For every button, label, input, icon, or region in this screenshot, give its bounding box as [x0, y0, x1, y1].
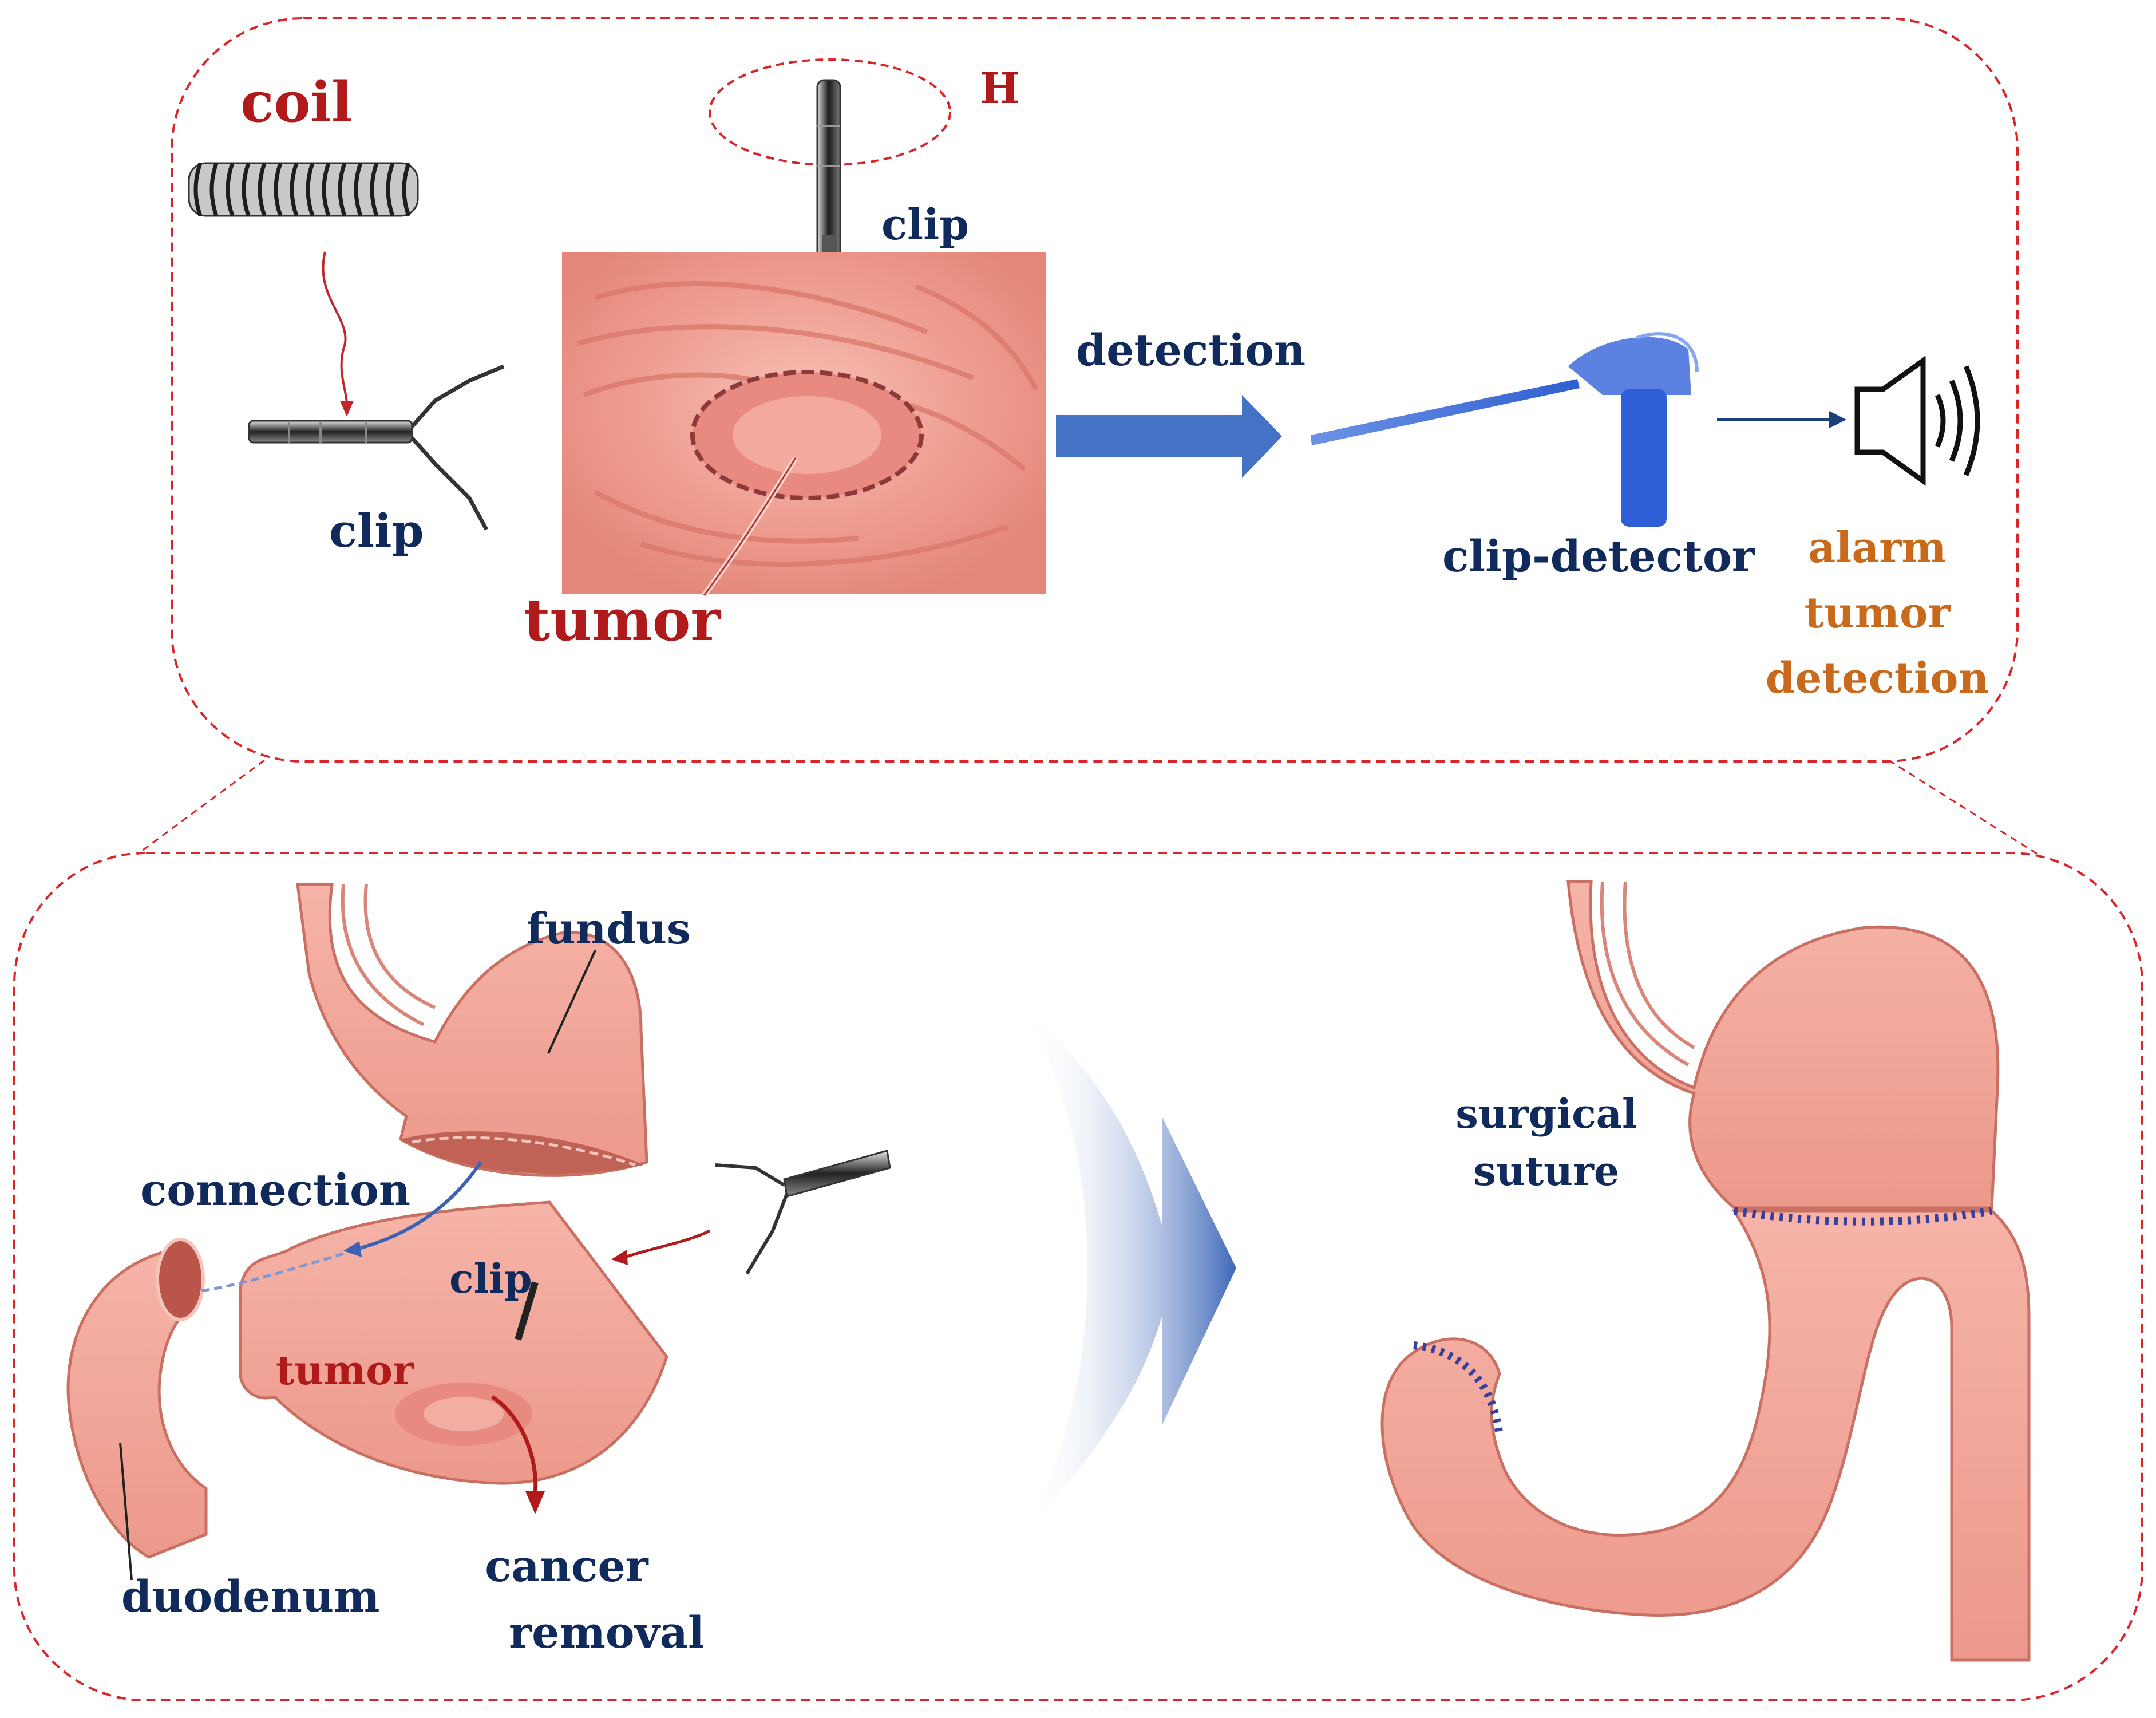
cancer-removal-arrow — [491, 1395, 538, 1495]
tumor-label: tumor — [524, 586, 721, 654]
tumor-bottom-label: tumor — [276, 1346, 414, 1394]
speaker-alarm-icon — [1854, 356, 1980, 486]
duodenum-label: duodenum — [121, 1571, 380, 1622]
connection-arrow — [360, 1161, 482, 1250]
clip-icon — [248, 364, 505, 531]
coil-arrow-head — [340, 401, 354, 417]
fundus-leader — [547, 950, 596, 1054]
transition-big-arrow — [1024, 1008, 1236, 1534]
coil-icon — [188, 162, 419, 217]
clip-insert-arrow-head — [611, 1250, 628, 1265]
clip-detector-probe-icon — [1311, 332, 1699, 527]
fundus-label: fundus — [527, 905, 691, 954]
detection-arrow — [1056, 395, 1282, 478]
stomach-icon — [239, 883, 668, 1485]
suture-label: suture — [1474, 1147, 1620, 1195]
clip-top-label: clip — [881, 200, 969, 250]
connection-arrow-head — [343, 1241, 362, 1257]
coil-label: coil — [240, 70, 352, 135]
zoom-connector-left — [137, 759, 265, 855]
cancer-label: cancer — [485, 1541, 648, 1591]
clip-bottom-label: clip — [449, 1255, 532, 1302]
alarm-label-2: tumor — [1805, 589, 1951, 638]
cancer-removal-arrow-head — [525, 1491, 545, 1514]
coil-to-clip-arrow — [322, 251, 348, 404]
surgical-label: surgical — [1455, 1090, 1637, 1138]
clip-icon — [816, 79, 841, 266]
connection-dashed-path — [200, 1252, 344, 1293]
duodenum-leader — [119, 1442, 133, 1581]
clip-icon — [715, 1150, 891, 1275]
zoom-connector-right — [1888, 759, 2038, 855]
h-label: H — [980, 64, 1020, 113]
detection-label: detection — [1076, 325, 1306, 376]
removal-label: removal — [509, 1607, 705, 1658]
duodenum-icon — [66, 1238, 208, 1559]
clip-insert-arrow — [626, 1229, 711, 1258]
clip-marker — [515, 1281, 539, 1341]
tumor-tissue-image — [562, 252, 1046, 597]
alarm-label-1: alarm — [1808, 523, 1946, 572]
alarm-arrow-head — [1829, 411, 1846, 428]
alarm-label-3: detection — [1766, 654, 1989, 703]
bottom-panel-frame — [13, 852, 2143, 1701]
h-field-ellipse — [709, 58, 951, 166]
clip-left-label: clip — [329, 504, 424, 558]
top-panel-frame — [171, 17, 2019, 763]
gastrectomy-result-icon — [1380, 880, 2031, 1662]
connection-label: connection — [140, 1164, 410, 1215]
clip-detector-label: clip-detector — [1442, 531, 1755, 582]
